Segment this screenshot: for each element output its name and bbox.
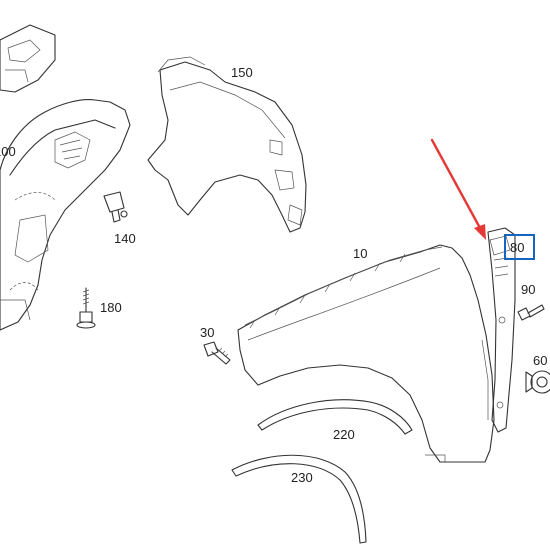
- wheel-arch-trim-part-220[interactable]: [257, 399, 413, 435]
- label-230: 230: [291, 470, 313, 485]
- nut-part-60[interactable]: [525, 370, 550, 394]
- label-180: 180: [100, 300, 122, 315]
- label-100: 100: [0, 144, 16, 159]
- inner-liner-rear-part[interactable]: [147, 56, 307, 233]
- label-220: 220: [333, 427, 355, 442]
- bolt-part-30[interactable]: [203, 341, 231, 365]
- fender-part-10[interactable]: [237, 244, 495, 463]
- label-150: 150: [231, 65, 253, 80]
- wheel-arch-trim-part-230[interactable]: [231, 454, 367, 544]
- pointer-arrow: [430, 138, 486, 240]
- label-60: 60: [533, 353, 547, 368]
- inner-liner-front-part[interactable]: [0, 24, 131, 331]
- label-90: 90: [521, 282, 535, 297]
- label-140: 140: [114, 231, 136, 246]
- label-10: 10: [353, 246, 367, 261]
- clip-part-140[interactable]: [103, 191, 128, 223]
- highlight-box-80: [504, 234, 535, 260]
- bolt-part-180[interactable]: [76, 287, 96, 329]
- label-30: 30: [200, 325, 214, 340]
- screw-part-90[interactable]: [517, 304, 545, 321]
- label-80: 80: [510, 240, 524, 255]
